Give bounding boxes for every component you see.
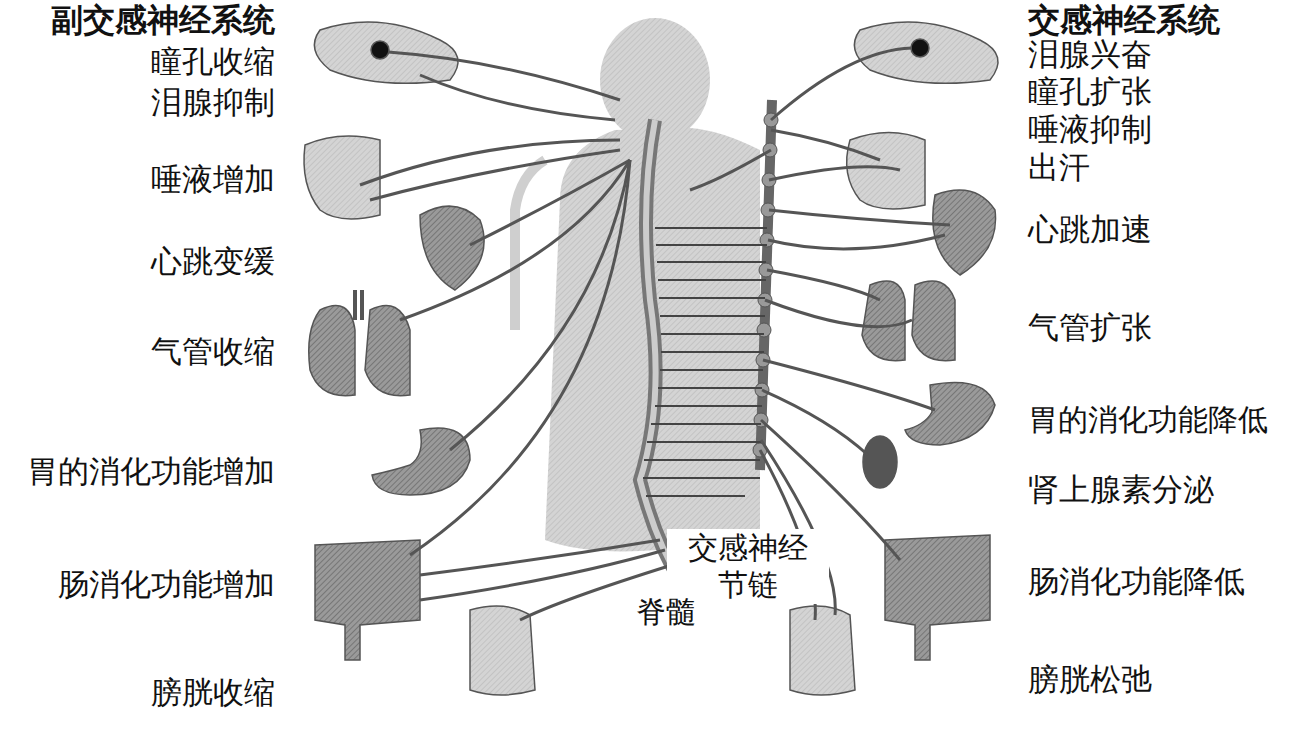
effect-label: 胃的消化功能降低 (1028, 403, 1268, 438)
system-heading: 副交感神经系统 (51, 2, 275, 39)
effect-label: 膀胱收缩 (151, 675, 275, 711)
parasympathetic-nerves (360, 52, 672, 620)
effect-label: 唾液抑制 (1028, 112, 1152, 148)
spinal-cord (640, 120, 680, 580)
effect-label: 脊髓 (633, 595, 699, 630)
effect-label: 心跳变缓 (151, 244, 275, 280)
effect-label: 泪腺兴奋 (1028, 37, 1152, 73)
effect-label: 瞳孔收缩 (151, 44, 275, 80)
effect-label: 泪腺抑制 (151, 85, 275, 121)
effect-label: 交感神经 节链 (667, 529, 829, 604)
effect-label: 气管收缩 (151, 334, 275, 370)
effect-label: 心跳加速 (1028, 212, 1152, 248)
effect-label: 出汗 (1028, 150, 1090, 186)
effect-label: 肠消化功能增加 (58, 567, 275, 603)
effect-label: 肠消化功能降低 (1028, 564, 1245, 600)
organs-left (304, 22, 535, 695)
effect-label: 唾液增加 (151, 162, 275, 198)
effect-label: 肾上腺素分泌 (1028, 472, 1214, 508)
system-heading: 交感神经系统 (1028, 2, 1220, 39)
effect-label: 气管扩张 (1028, 310, 1152, 346)
effect-label: 瞳孔扩张 (1028, 74, 1152, 110)
effect-label: 膀胱松弛 (1028, 662, 1152, 698)
effect-label: 胃的消化功能增加 (27, 454, 275, 490)
ganglion-chain (643, 100, 778, 496)
